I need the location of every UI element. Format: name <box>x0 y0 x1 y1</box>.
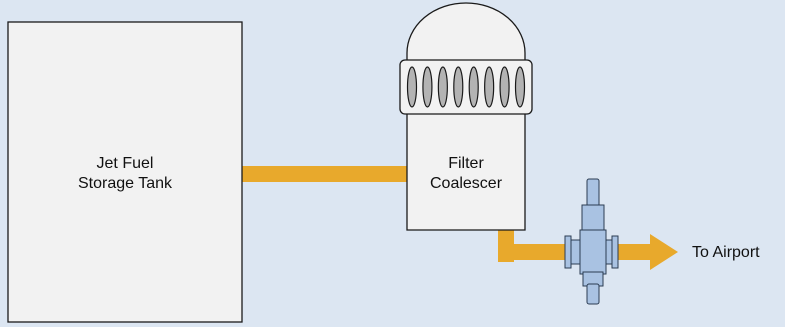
filter-label-line1: Filter <box>448 155 484 172</box>
filter-slot <box>437 66 448 108</box>
storage-tank <box>7 21 243 323</box>
storage-tank-label-line2: Storage Tank <box>78 175 172 192</box>
valve-center-block <box>579 229 607 275</box>
pipe-tank-to-filter <box>242 166 409 182</box>
filter-slot <box>422 66 433 108</box>
filter-slot <box>453 66 464 108</box>
valve <box>564 178 619 305</box>
filter-slots <box>406 66 526 108</box>
filter-slot <box>499 66 510 108</box>
valve-stem-bottom <box>586 283 600 305</box>
filter-slot-band <box>399 59 533 115</box>
destination-label: To Airport <box>692 244 760 261</box>
flow-arrow-head <box>650 234 678 270</box>
filter-slot <box>484 66 495 108</box>
storage-tank-label-line1: Jet Fuel <box>96 155 154 172</box>
filter-coalescer-vessel <box>406 2 526 231</box>
filter-slot <box>406 66 418 108</box>
valve-stem-top <box>586 178 600 208</box>
valve-upper-bonnet <box>581 204 605 234</box>
filter-slot <box>468 66 479 108</box>
filter-slot <box>514 66 526 108</box>
valve-left-flange <box>564 235 572 269</box>
filter-label-line2: Coalescer <box>429 175 503 192</box>
valve-right-flange <box>611 235 619 269</box>
filter-coalescer-label: Filter Coalescer <box>406 154 526 194</box>
storage-tank-label: Jet Fuel Storage Tank <box>8 154 242 194</box>
